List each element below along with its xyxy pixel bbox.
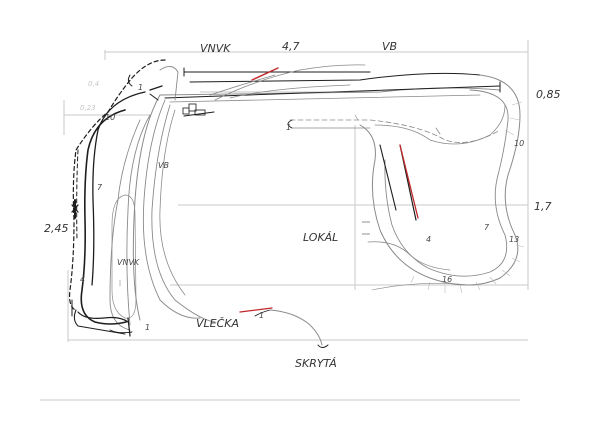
num-1-vlecka: 1 (259, 311, 264, 320)
num-7-right: 7 (484, 223, 490, 232)
ink-left-loop (68, 59, 166, 337)
label-right-upper: 0,85 (536, 88, 561, 101)
station-building (149, 66, 215, 117)
track-numbers: 1 10 7 4 1 1 10 7 13 4 16 1 (80, 83, 524, 332)
label-right-lower: 1,7 (534, 200, 552, 213)
left-descent-tracks (109, 94, 216, 334)
num-4-lokal: 4 (426, 235, 431, 244)
num-1-bottom: 1 (145, 323, 150, 332)
label-top-vb: VB (382, 40, 397, 53)
label-vlecka: VLEČKA (196, 317, 239, 330)
label-skryta: SKRYTÁ (295, 357, 337, 370)
label-faint-top: 0,4 (88, 80, 99, 88)
num-10-left: 10 (105, 113, 115, 122)
label-left-length: 2,45 (44, 222, 69, 235)
num-1-top: 1 (138, 83, 143, 92)
num-4-left: 4 (80, 275, 85, 284)
label-side-vb: VB (158, 161, 169, 170)
construction-lines (40, 40, 529, 401)
right-loop (287, 74, 525, 294)
num-7-left: 7 (97, 183, 103, 192)
label-top-length: 4,7 (282, 40, 300, 53)
num-1-loop: 1 (286, 123, 291, 132)
num-13-right: 13 (509, 235, 519, 244)
labels: VNVK 4,7 VB 0,85 1,7 2,45 LOKÁL VLEČKA S… (44, 40, 561, 370)
label-top-vnvk: VNVK (200, 42, 231, 55)
station-tracks (159, 64, 501, 103)
num-16-bottom: 16 (442, 275, 452, 284)
siding-to-hidden (239, 307, 329, 348)
label-faint-mid: 0,23 (80, 104, 96, 112)
label-side-vnvk: VNVK (117, 258, 140, 267)
num-10-right: 10 (514, 139, 524, 148)
label-lokal: LOKÁL (303, 231, 338, 244)
